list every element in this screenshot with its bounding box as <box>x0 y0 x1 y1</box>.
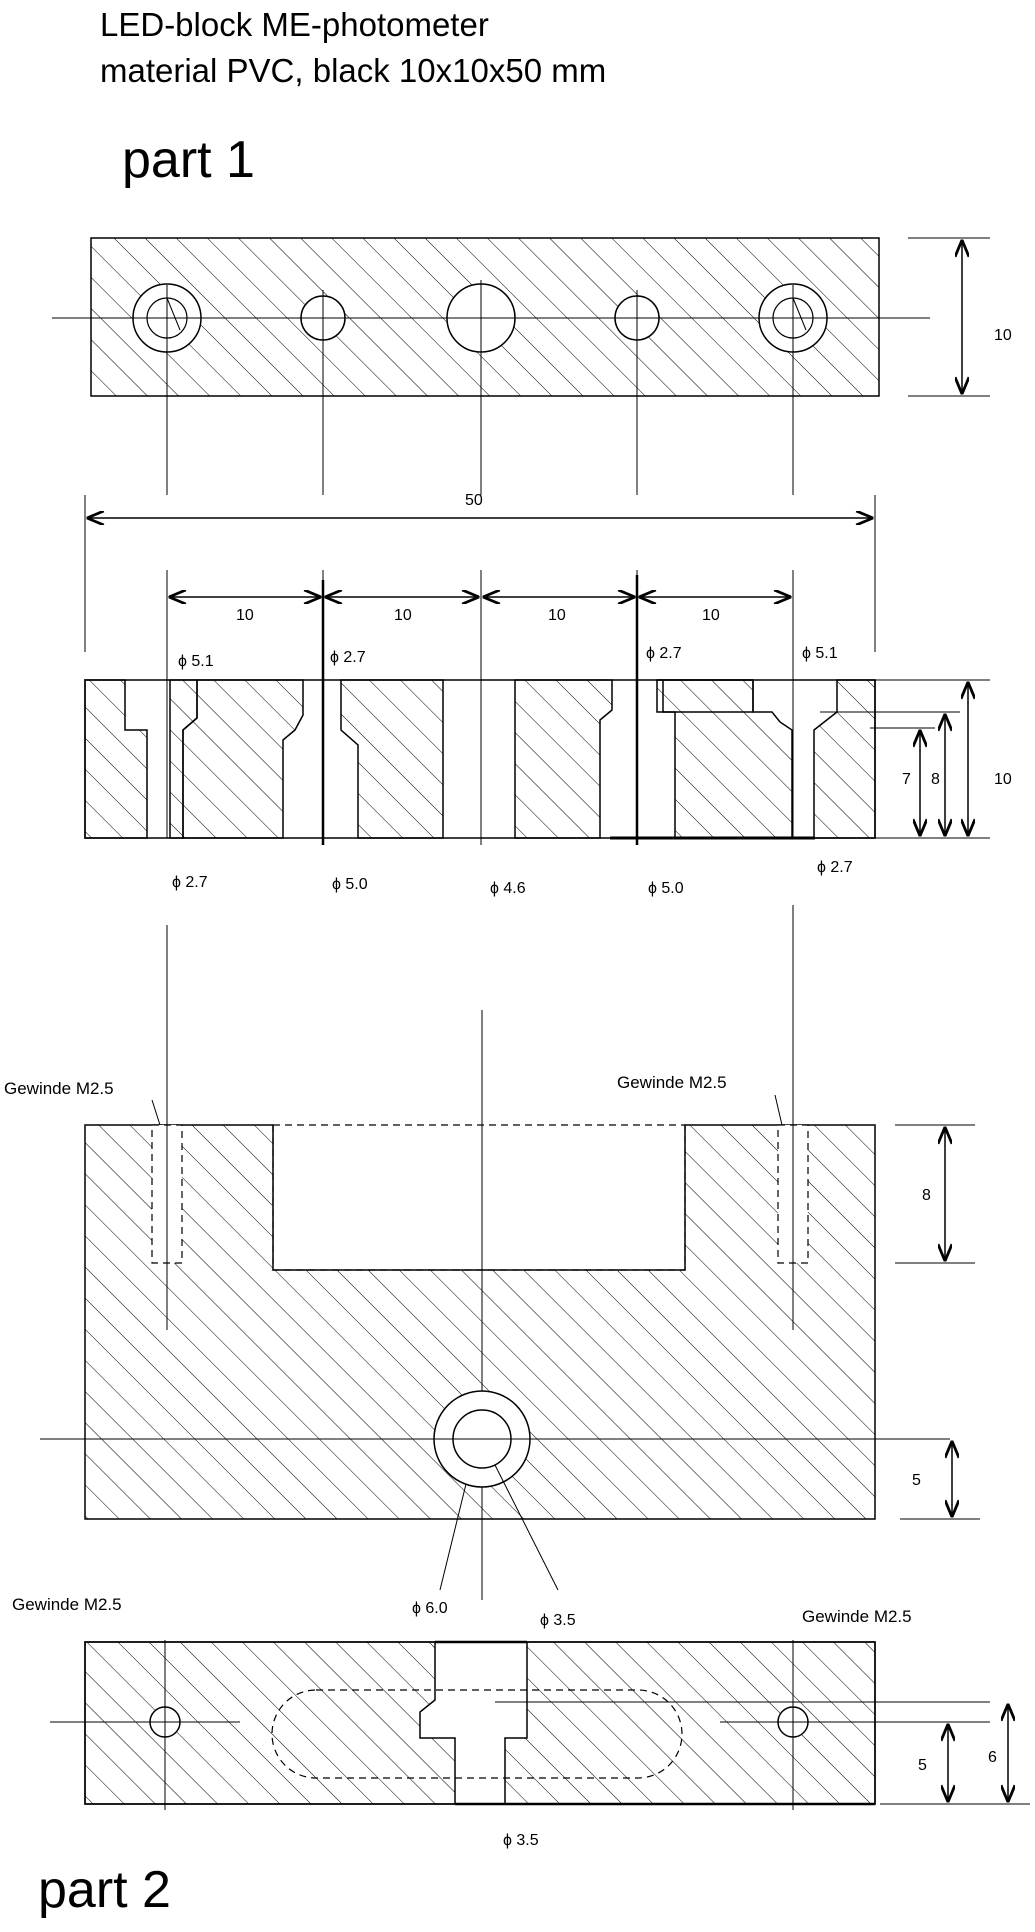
pocket-depth-dim: 8 <box>922 1187 931 1204</box>
thread-label-right: Gewinde M2.5 <box>617 1073 727 1092</box>
spacing-2: 10 <box>394 607 412 624</box>
spacing-3: 10 <box>548 607 566 624</box>
part2-front-view: Gewinde M2.5 Gewinde M2.5 8 5 ϕ 6.0 ϕ 3.… <box>4 905 980 1629</box>
depth-7: 7 <box>902 771 911 788</box>
depth-8: 8 <box>931 771 940 788</box>
dia-top-2: ϕ 2.7 <box>330 649 366 666</box>
dia-top-1: ϕ 5.1 <box>178 653 214 670</box>
drawing-title: LED-block ME-photometer <box>100 6 489 43</box>
part1-length-dims: 50 10 10 10 10 ϕ 5.1 ϕ 2.7 ϕ 2.7 ϕ 5.1 <box>84 492 876 670</box>
section-outline <box>84 679 876 839</box>
spacing-1: 10 <box>236 607 254 624</box>
side-bottom-dia: ϕ 3.5 <box>503 1832 539 1849</box>
dia-bottom-2: ϕ 5.0 <box>332 876 368 893</box>
thread-label-left: Gewinde M2.5 <box>4 1079 114 1098</box>
dia-bottom-1: ϕ 2.7 <box>172 874 208 891</box>
dia-top-4: ϕ 5.1 <box>802 645 838 662</box>
depth-10: 10 <box>994 771 1012 788</box>
part2-side-view: Gewinde M2.5 Gewinde M2.5 5 6 ϕ 3.5 <box>12 1595 1030 1849</box>
overall-length-dim: 50 <box>465 492 483 509</box>
side-dim-6: 6 <box>988 1749 997 1766</box>
part1-top-view: 10 <box>52 237 1012 495</box>
hole-height-dim: 5 <box>912 1472 921 1489</box>
part-2-label: part 2 <box>38 1861 171 1919</box>
material-spec: material PVC, black 10x10x50 mm <box>100 52 607 89</box>
dia-bottom-3: ϕ 4.6 <box>490 880 526 897</box>
dia-bottom-5: ϕ 2.7 <box>817 859 853 876</box>
side-thread-label-right: Gewinde M2.5 <box>802 1607 912 1626</box>
spacing-4: 10 <box>702 607 720 624</box>
side-dim-5: 5 <box>918 1757 927 1774</box>
top-height-dim: 10 <box>994 327 1012 344</box>
part-1-label: part 1 <box>122 131 255 189</box>
dia-top-3: ϕ 2.7 <box>646 645 682 662</box>
part1-section-view: 7 8 10 ϕ 2.7 ϕ 5.0 ϕ 4.6 ϕ 5.0 ϕ 2.7 <box>84 575 1012 897</box>
inner-dia-label: ϕ 3.5 <box>540 1612 576 1629</box>
outer-dia-label: ϕ 6.0 <box>412 1600 448 1617</box>
side-thread-label-left: Gewinde M2.5 <box>12 1595 122 1614</box>
dia-bottom-4: ϕ 5.0 <box>648 880 684 897</box>
